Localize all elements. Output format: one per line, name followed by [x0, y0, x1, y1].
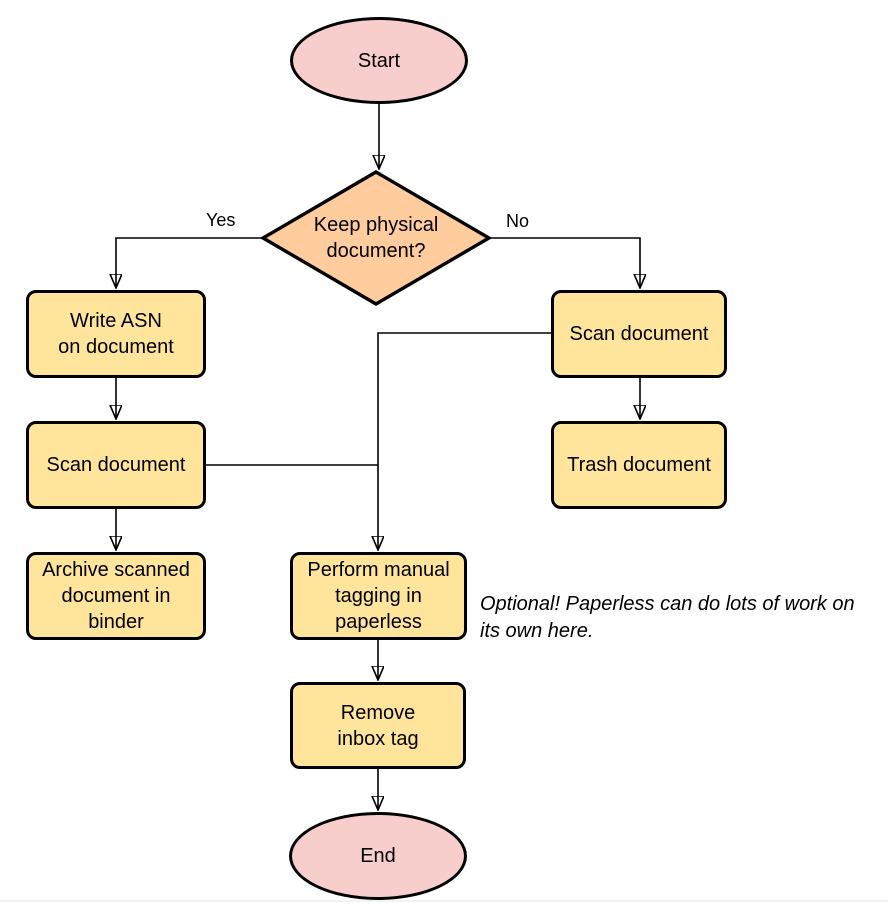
process-scan-document-right: Scan document [551, 290, 727, 378]
decision-node-label: Keep physical document? [313, 214, 439, 262]
process-remove-inbox-tag-label: Remove inbox tag [337, 701, 419, 750]
decision-diamond-shape [261, 170, 491, 306]
process-archive-binder: Archive scanned document in binder [26, 552, 206, 640]
process-archive-binder-label: Archive scanned document in binder [42, 559, 190, 633]
start-node: Start [290, 17, 468, 104]
decision-node: Keep physical document? [261, 170, 491, 306]
process-manual-tagging: Perform manual tagging in paperless [290, 552, 467, 640]
edge-decision-yes [116, 237, 263, 288]
process-scan-document-left-label: Scan document [46, 454, 186, 476]
process-manual-tagging-label: Perform manual tagging in paperless [307, 559, 450, 633]
process-write-asn: Write ASN on document [26, 290, 206, 378]
start-node-label: Start [357, 49, 401, 72]
optional-annotation: Optional! Paperless can do lots of work … [480, 593, 855, 642]
process-trash-document: Trash document [551, 421, 727, 509]
edge-decision-no [489, 237, 640, 288]
process-write-asn-label: Write ASN on document [58, 310, 174, 358]
page-bottom-rule [0, 900, 888, 902]
process-scan-document-left: Scan document [26, 421, 206, 509]
process-trash-document-label: Trash document [567, 454, 711, 476]
process-remove-inbox-tag: Remove inbox tag [290, 682, 466, 769]
edge-label-yes: Yes [206, 210, 236, 230]
end-node: End [289, 812, 467, 900]
end-node-label: End [360, 845, 396, 867]
edge-scanright-tagging [378, 332, 551, 550]
edge-label-no: No [506, 211, 530, 231]
process-scan-document-right-label: Scan document [569, 323, 709, 345]
